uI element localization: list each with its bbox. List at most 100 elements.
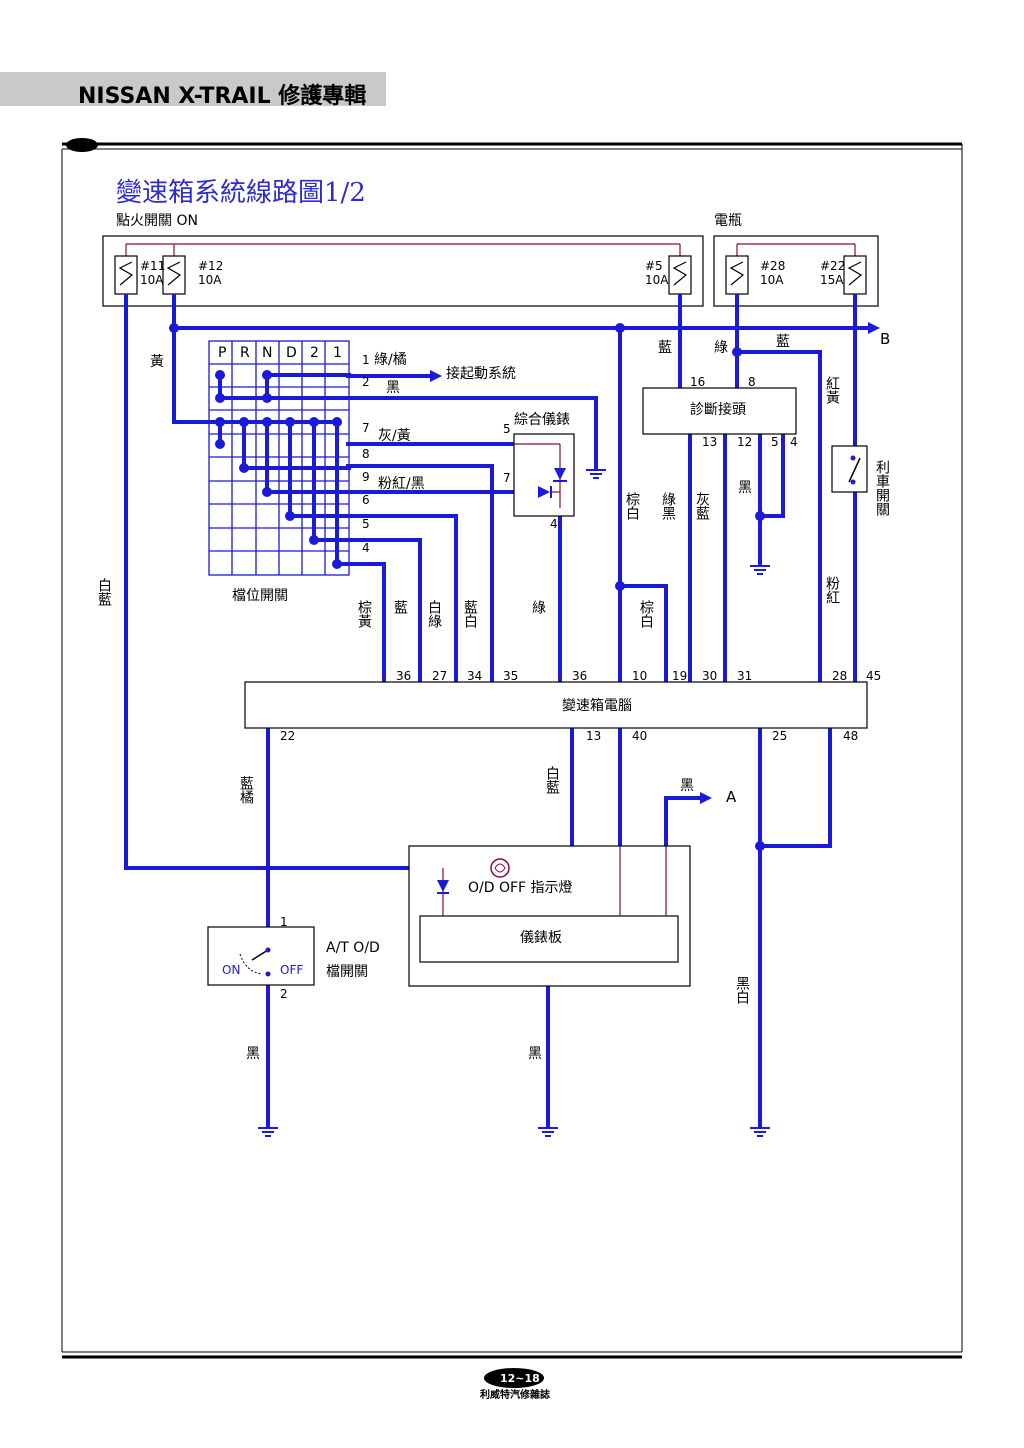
pin-label: 1: [280, 915, 288, 929]
pin-label: 4: [362, 541, 370, 555]
od-lamp-label: O/D OFF 指示燈: [468, 880, 573, 896]
pin-label: 31: [737, 669, 752, 683]
wire-color-labels: 黃 藍 綠 藍 紅黃 白藍 棕黃 藍 白綠 藍白 綠 棕白 棕白 綠黑 灰藍 黑…: [96, 334, 840, 1062]
wire-color: 藍: [658, 340, 672, 356]
wire-color: 藍: [776, 334, 790, 350]
wire-color: 黑: [528, 1046, 542, 1062]
pin-label: 5: [362, 517, 370, 531]
pin-label: 6: [362, 493, 370, 507]
wires: [124, 294, 880, 1128]
wire-color: 棕白: [638, 600, 654, 628]
combo-meter-label: 綜合儀錶: [514, 412, 570, 428]
ground-icon: [258, 1127, 278, 1137]
connector-b: B: [880, 330, 890, 348]
pin-label: 9: [362, 470, 370, 484]
pin-label: 13: [586, 729, 601, 743]
gear-pos: N: [262, 345, 272, 361]
gear-pos: P: [218, 345, 226, 361]
wire-color: 白綠: [426, 600, 442, 628]
pin-label: 19: [672, 669, 687, 683]
wire-color: 白藍: [96, 578, 112, 606]
fuse-icon: [729, 261, 745, 286]
page-badge: [484, 1368, 544, 1388]
pin-label: 2: [362, 375, 370, 389]
wire-color: 綠/橘: [374, 352, 407, 368]
pin-label: 30: [702, 669, 717, 683]
ignition-label: 點火開關 ON: [116, 213, 198, 229]
wire-color: 灰/黃: [378, 428, 411, 444]
pin-label: 25: [772, 729, 787, 743]
diode-icon: [437, 880, 449, 892]
brake-switch: [831, 445, 868, 493]
lamp-icon: [490, 858, 510, 878]
wire-color: 黑: [246, 1046, 260, 1062]
fuse-id: #22: [820, 259, 845, 273]
fuse-icon: [166, 261, 182, 286]
pin-label: 5: [771, 435, 779, 449]
tcm-bottom-pins: 22 13 40 25 48: [280, 729, 858, 743]
instrument-panel-label: 儀錶板: [520, 930, 562, 946]
logo-icon: [66, 138, 98, 152]
pin-label: 7: [503, 471, 511, 485]
fuse-id: #12: [198, 259, 223, 273]
wire-color: 粉紅/黑: [378, 476, 425, 492]
header-bar: [0, 72, 386, 106]
pin-label: 22: [280, 729, 295, 743]
fuse-icon: [118, 261, 134, 286]
wire-color: 棕黃: [356, 600, 372, 628]
combo-meter: [513, 433, 575, 517]
connector-a: A: [726, 788, 737, 806]
fuse-id: #28: [760, 259, 785, 273]
ground-icon: [750, 1127, 770, 1137]
pin-label: 48: [843, 729, 858, 743]
gear-pos: D: [286, 345, 297, 361]
ground-icon: [586, 469, 606, 479]
fuse-rating: 10A: [140, 273, 164, 287]
battery-label: 電瓶: [714, 213, 742, 229]
wire-color: 黑白: [734, 976, 750, 1004]
diag-connector: [642, 387, 797, 435]
wire-color: 灰藍: [694, 492, 710, 520]
tcm-box: [244, 681, 868, 729]
pin-label: 2: [280, 987, 288, 1001]
wire-color: 粉紅: [824, 576, 840, 604]
wire-color: 黑: [680, 778, 694, 794]
pin-label: 36: [396, 669, 411, 683]
gear-switch-label: 檔位開關: [232, 588, 288, 604]
wire-color: 綠: [530, 600, 546, 614]
diode-icon: [538, 486, 550, 498]
fuse-id: #11: [140, 259, 165, 273]
pin-label: 12: [737, 435, 752, 449]
page-number: 12~18: [500, 1372, 540, 1385]
publisher: 利威特汽修雜誌: [480, 1388, 550, 1401]
wire-color: 棕白: [624, 492, 640, 520]
od-switch-label: A/T O/D: [326, 940, 380, 956]
fuse-rating: 15A: [820, 273, 844, 287]
pin-label: 5: [503, 422, 511, 436]
ground-icon: [750, 565, 770, 575]
pin-label: 16: [690, 375, 705, 389]
pin-label: 34: [467, 669, 482, 683]
pin-label: 35: [503, 669, 518, 683]
pin-label: 13: [702, 435, 717, 449]
fuse-rating: 10A: [198, 273, 222, 287]
wire-color: 藍橘: [238, 776, 254, 804]
wire-color: 藍: [392, 600, 408, 614]
pin-label: 8: [748, 375, 756, 389]
fuse-id: #5: [645, 259, 663, 273]
wire-color: 綠黑: [660, 492, 676, 521]
tcm-label: 變速箱電腦: [562, 698, 632, 714]
page-header-title: NISSAN X-TRAIL 修護專輯: [78, 84, 367, 109]
pin-label: 8: [362, 447, 370, 461]
gear-switch-grid: [208, 340, 351, 576]
page-frame: [61, 138, 963, 1359]
pin-label: 40: [632, 729, 647, 743]
pin-label: 27: [432, 669, 447, 683]
starter-label: 接起動系統: [446, 365, 516, 382]
wire-color: 綠: [714, 340, 728, 356]
od-switch-off: OFF: [280, 963, 303, 977]
tcm-top-pins: 36 27 34 35 36 10 19 30 31 28 45: [396, 669, 881, 683]
brake-switch-label: 利車開關: [874, 460, 890, 516]
fuse-rating: 10A: [760, 273, 784, 287]
pin-label: 36: [572, 669, 587, 683]
